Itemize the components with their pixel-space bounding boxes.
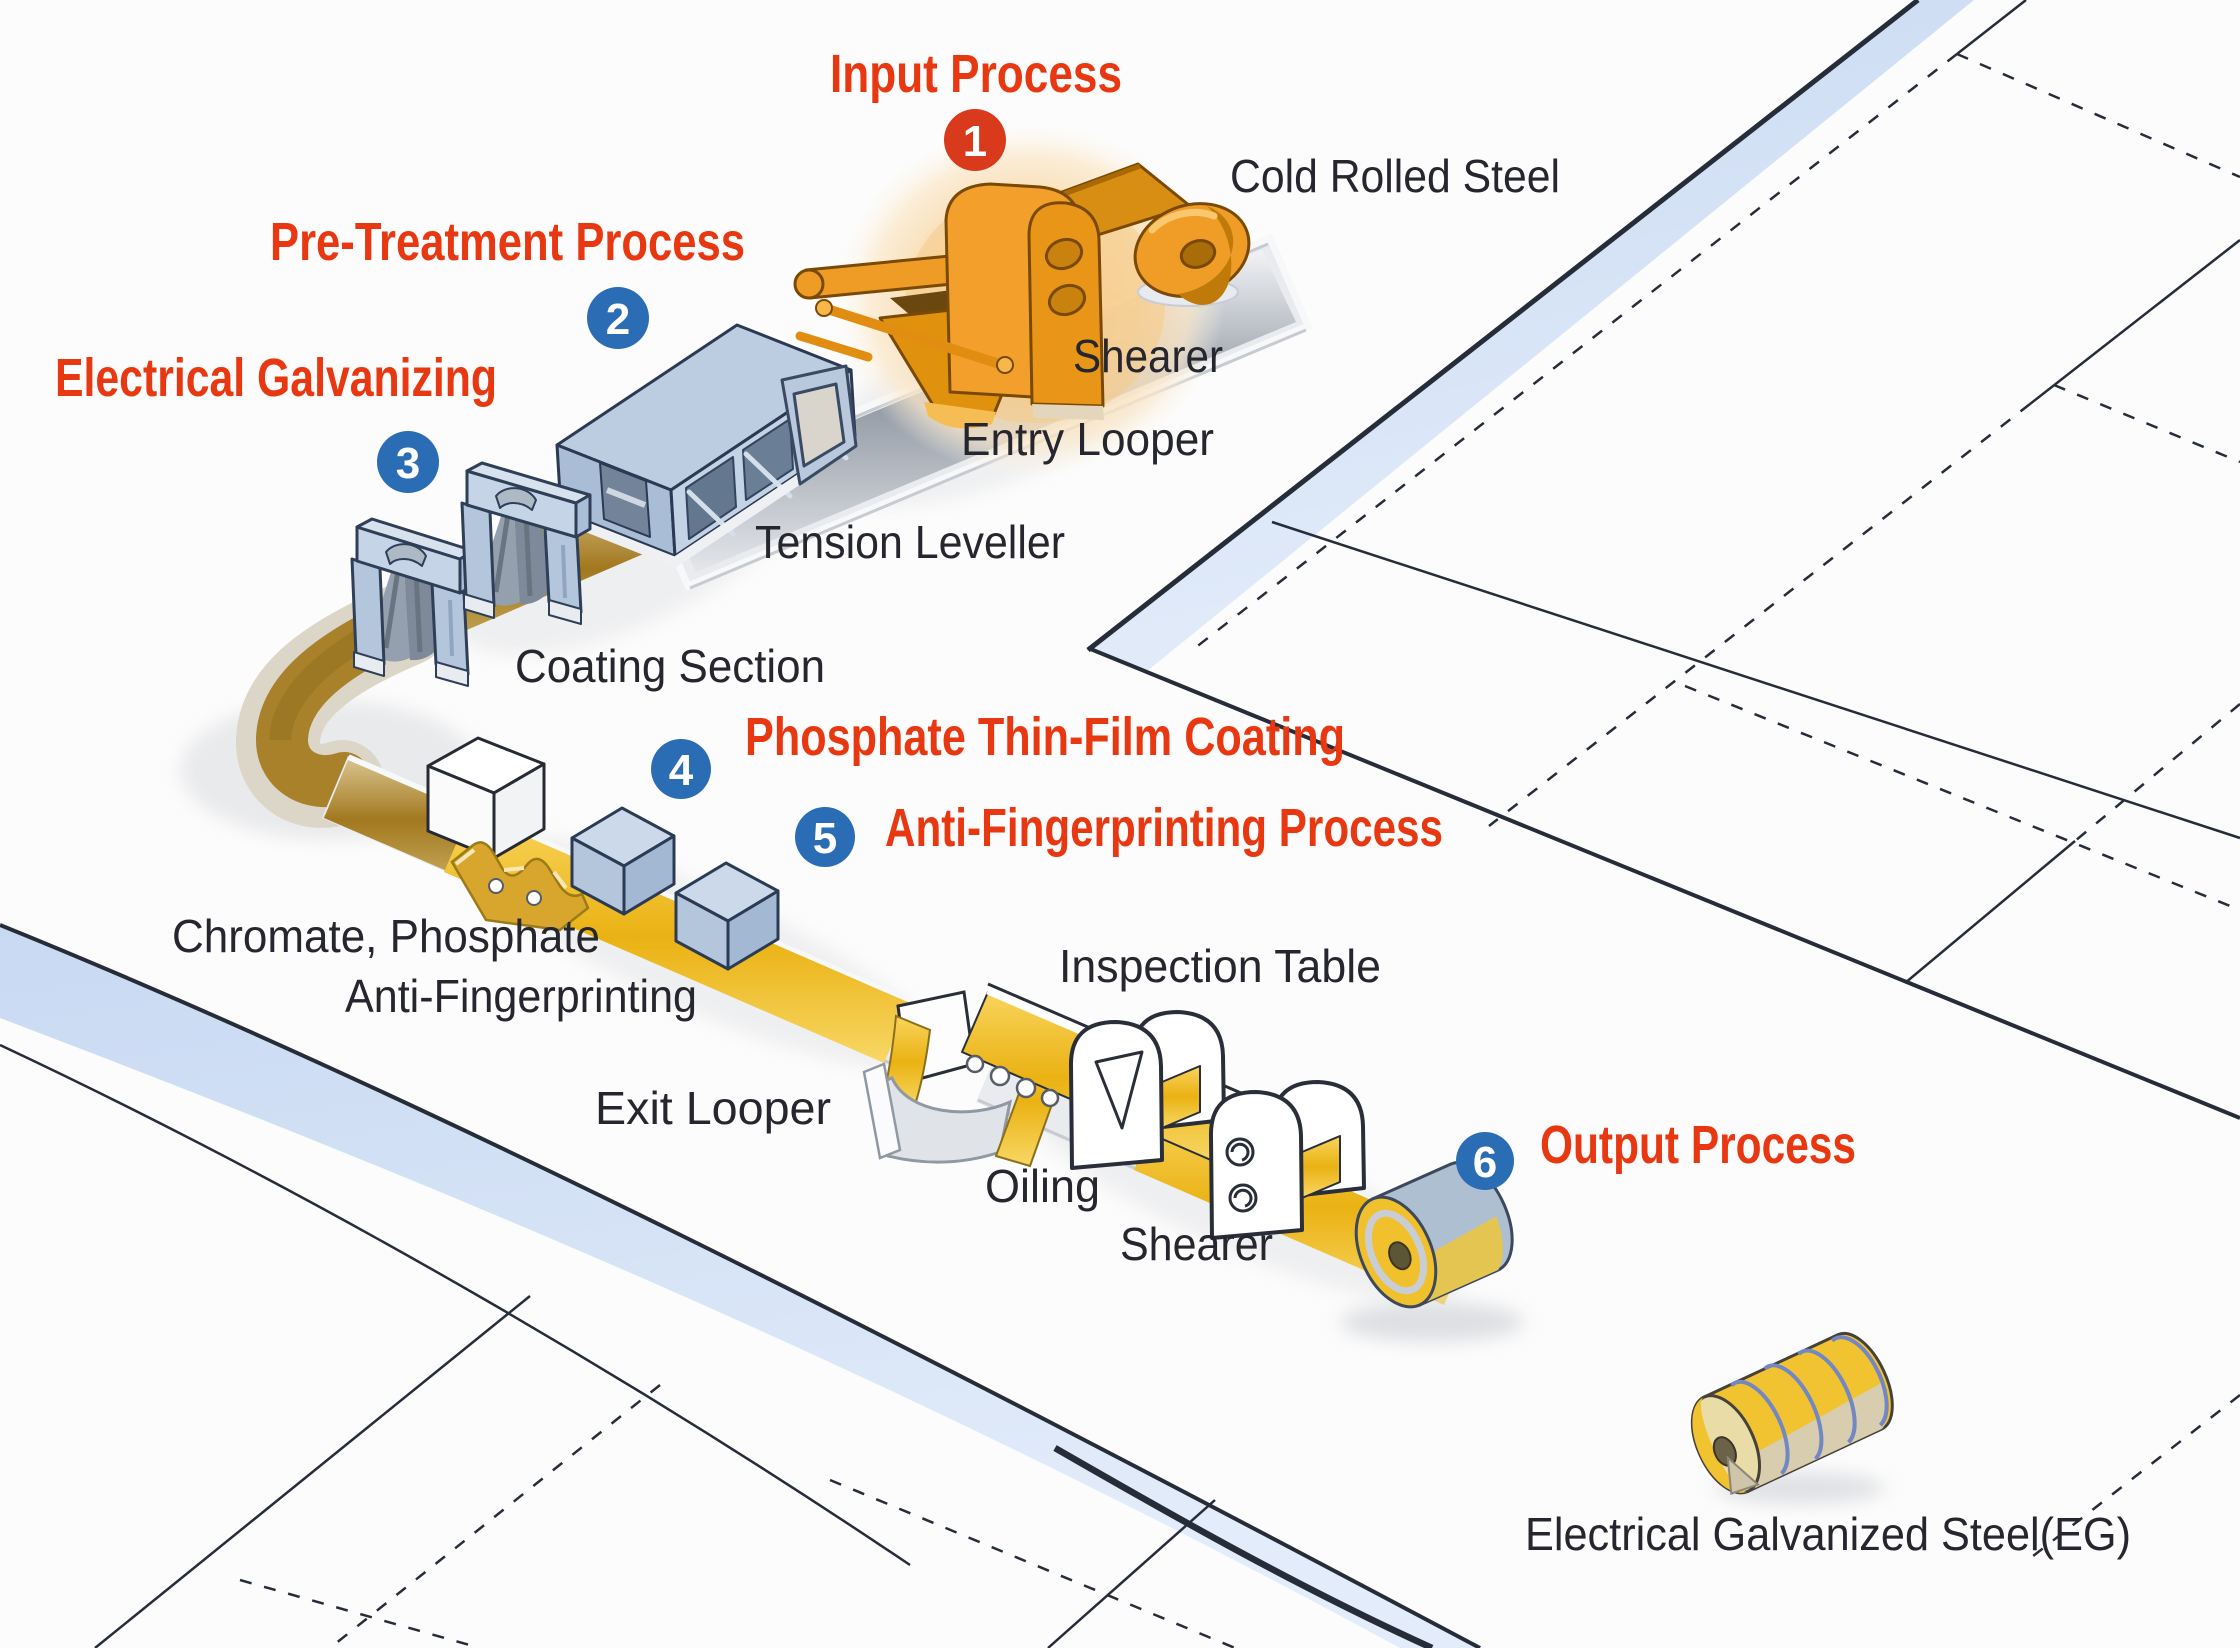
svg-text:Tension Leveller: Tension Leveller	[755, 516, 1065, 568]
svg-text:Inspection Table: Inspection Table	[1059, 940, 1381, 992]
svg-text:Shearer: Shearer	[1120, 1218, 1273, 1270]
svg-text:Oiling: Oiling	[985, 1160, 1100, 1212]
svg-text:Shearer: Shearer	[1073, 330, 1223, 382]
svg-text:Electrical Galvanizing: Electrical Galvanizing	[55, 348, 497, 408]
svg-text:Pre-Treatment Process: Pre-Treatment Process	[270, 212, 745, 272]
svg-text:2: 2	[606, 295, 630, 344]
svg-text:1: 1	[963, 117, 987, 166]
svg-text:Anti-Fingerprinting Process: Anti-Fingerprinting Process	[885, 798, 1443, 858]
svg-text:Phosphate Thin-Film Coating: Phosphate Thin-Film Coating	[745, 707, 1345, 767]
svg-text:4: 4	[669, 746, 694, 795]
svg-text:Exit Looper: Exit Looper	[595, 1082, 831, 1134]
svg-text:Entry Looper: Entry Looper	[961, 413, 1214, 465]
svg-text:Cold Rolled Steel: Cold Rolled Steel	[1230, 150, 1560, 202]
svg-text:Anti-Fingerprinting: Anti-Fingerprinting	[345, 970, 697, 1022]
svg-text:Output Process: Output Process	[1540, 1115, 1856, 1175]
svg-text:Chromate, Phosphate: Chromate, Phosphate	[172, 910, 600, 962]
svg-text:3: 3	[396, 439, 420, 488]
svg-text:5: 5	[813, 814, 837, 863]
svg-text:Coating Section: Coating Section	[515, 640, 825, 692]
svg-text:Input Process: Input Process	[830, 44, 1122, 104]
svg-text:Electrical Galvanized Steel(EG: Electrical Galvanized Steel(EG)	[1525, 1508, 2131, 1560]
svg-text:6: 6	[1473, 1138, 1497, 1187]
